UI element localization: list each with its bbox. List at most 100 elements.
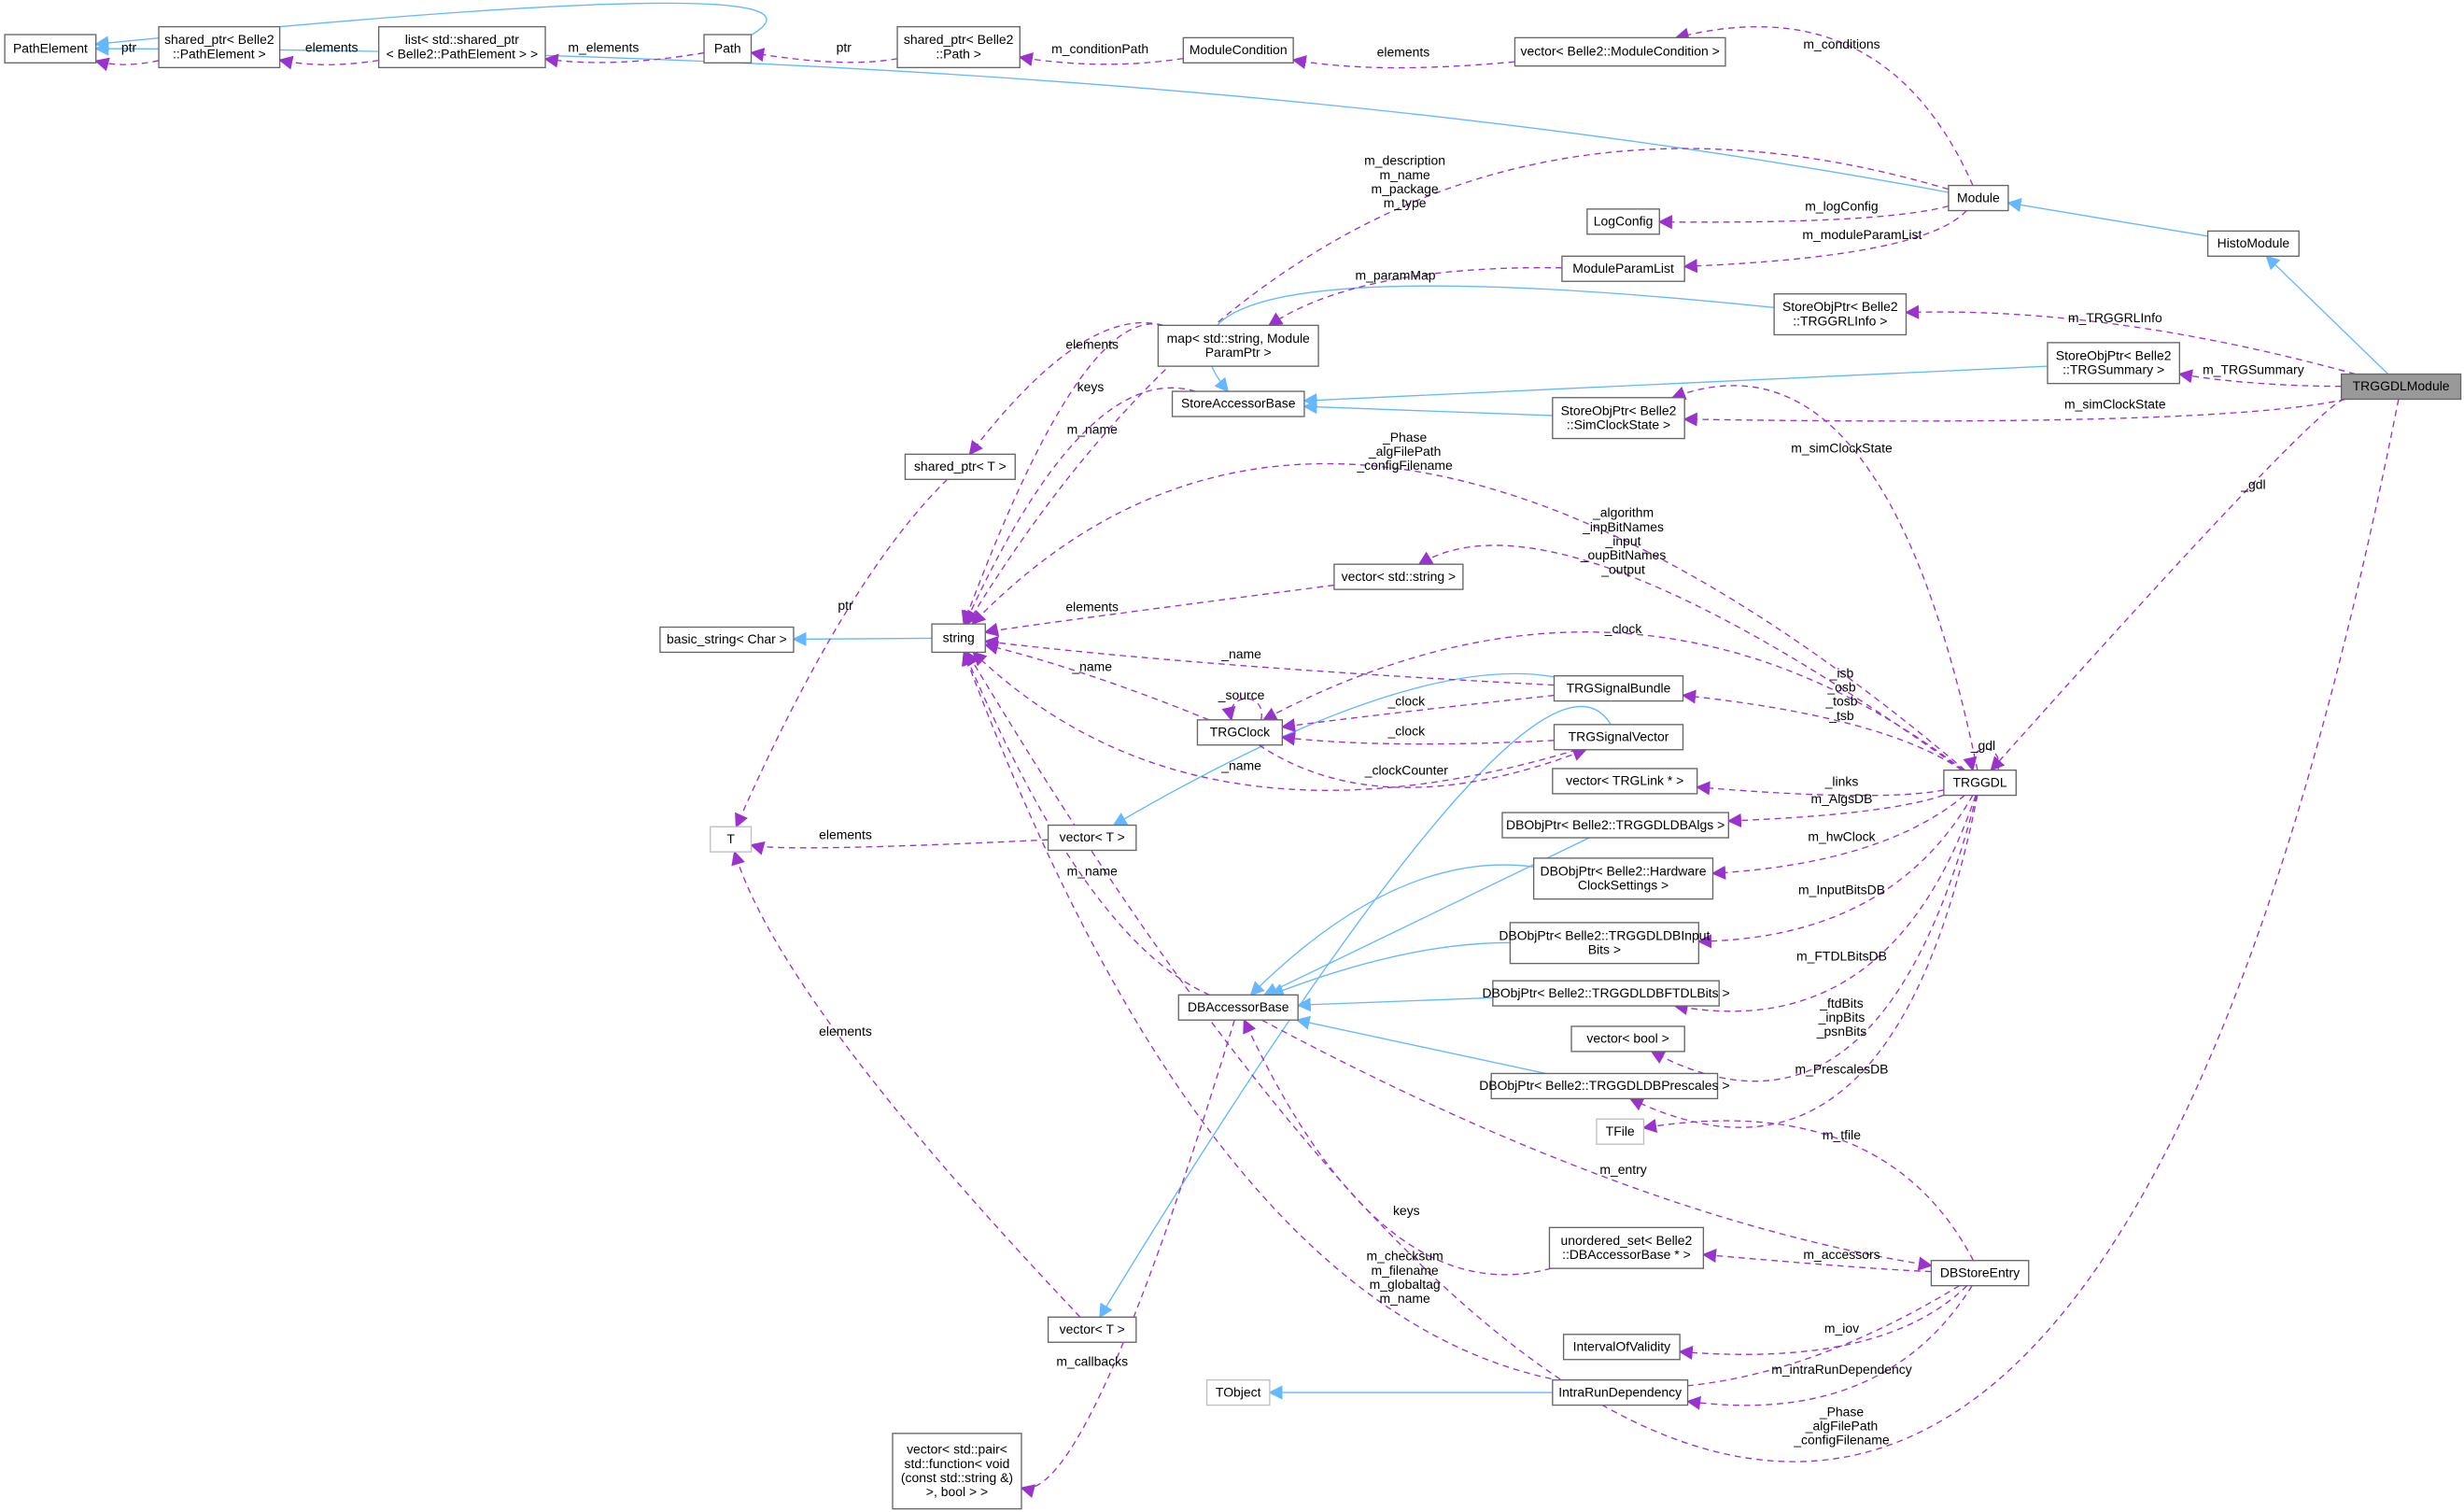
inheritance-edge-dbprescales-to-dbaccessor-base xyxy=(1295,1015,1546,1075)
inheritance-edge-module-to-path-element xyxy=(94,41,1950,193)
edge-label: elements xyxy=(305,40,359,55)
node-sp-t[interactable]: shared_ptr< T > xyxy=(904,453,1016,480)
node-sp-path[interactable]: shared_ptr< Belle2::Path > xyxy=(896,25,1021,69)
node-label: HistoModule xyxy=(2218,235,2290,250)
edge-label: _name xyxy=(1220,646,1261,661)
inheritance-edge-string-to-basic-string xyxy=(792,631,933,646)
node-box xyxy=(1182,36,1294,64)
node-box xyxy=(1552,1378,1689,1406)
node-basic-string[interactable]: basic_string< Char > xyxy=(659,626,795,654)
edge-label: _inpBits xyxy=(1818,1010,1866,1024)
node-dbprescales[interactable]: DBObjPtr< Belle2::TRGGDLDBPrescales > xyxy=(1479,1072,1730,1100)
node-box xyxy=(1948,184,2009,212)
node-dbaccessor-base[interactable]: DBAccessorBase xyxy=(1177,994,1299,1021)
node-vec-pair[interactable]: vector< std::pair<std::function< void(co… xyxy=(892,1433,1022,1510)
node-unordered-set[interactable]: unordered_set< Belle2::DBAccessorBase * … xyxy=(1548,1226,1705,1269)
node-tfile[interactable]: TFile xyxy=(1596,1118,1645,1145)
node-box xyxy=(2047,342,2180,385)
node-box xyxy=(1205,1378,1271,1406)
node-module-param-list[interactable]: ModuleParamList xyxy=(1561,255,1685,282)
inheritance-edge-trgsummary-to-store-accessor-base xyxy=(1302,365,2048,408)
node-label: ::TRGGRLInfo > xyxy=(1793,313,1887,328)
node-box xyxy=(2206,230,2300,257)
node-vec-mod-cond[interactable]: vector< Belle2::ModuleCondition > xyxy=(1514,36,1726,67)
node-trggrlinfo[interactable]: StoreObjPtr< Belle2::TRGGRLInfo > xyxy=(1773,293,1908,336)
edge-label: m_name xyxy=(1067,863,1119,878)
node-dbstore-entry[interactable]: DBStoreEntry xyxy=(1930,1260,2030,1287)
node-module-condition[interactable]: ModuleCondition xyxy=(1182,36,1294,64)
member-edge-trgsignal-vector-to-trgclock xyxy=(1280,731,1555,746)
node-label: vector< bool > xyxy=(1586,1031,1668,1046)
node-box xyxy=(4,34,97,64)
node-tobject[interactable]: TObject xyxy=(1205,1378,1271,1406)
node-vec-bool[interactable]: vector< bool > xyxy=(1570,1025,1685,1053)
node-log-config[interactable]: LogConfig xyxy=(1586,208,1660,235)
node-trgsignal-vector[interactable]: TRGSignalVector xyxy=(1553,724,1684,751)
edge-label: _output xyxy=(1600,561,1645,576)
node-box xyxy=(1943,769,2017,797)
node-sp-path-element[interactable]: shared_ptr< Belle2::PathElement > xyxy=(158,25,281,69)
node-dbalgs[interactable]: DBObjPtr< Belle2::TRGGDLDBAlgs > xyxy=(1501,812,1729,839)
node-dbhw[interactable]: DBObjPtr< Belle2::HardwareClockSettings … xyxy=(1532,857,1714,900)
node-path-element[interactable]: PathElement xyxy=(4,34,97,64)
node-iov[interactable]: IntervalOfValidity xyxy=(1562,1334,1681,1361)
node-box xyxy=(1553,674,1684,702)
node-box xyxy=(1157,324,1319,367)
edge-label: keys xyxy=(1077,379,1105,394)
edge-label: _clock xyxy=(1604,621,1642,636)
node-string[interactable]: string xyxy=(931,623,986,654)
node-box xyxy=(1773,293,1908,336)
node-box xyxy=(377,25,546,69)
node-box xyxy=(1177,994,1299,1021)
inheritance-edge-path-to-path-element xyxy=(94,2,767,50)
node-dbftdl[interactable]: DBObjPtr< Belle2::TRGGDLDBFTDLBits > xyxy=(1482,980,1730,1007)
node-intra-run[interactable]: IntraRunDependency xyxy=(1552,1378,1689,1406)
node-label: PathElement xyxy=(13,40,88,55)
node-trgclock[interactable]: TRGClock xyxy=(1196,719,1284,746)
node-box xyxy=(1509,922,1700,965)
node-label: ::DBAccessorBase * > xyxy=(1562,1247,1691,1262)
member-edge-module-to-string xyxy=(966,148,1950,626)
edge-label: m_paramMap xyxy=(1355,268,1435,283)
member-edge-trgclock-to-string xyxy=(983,641,1210,721)
member-edge-list-sp-to-sp-path-element xyxy=(278,55,379,70)
node-label: Bits > xyxy=(1588,942,1621,957)
inheritance-edge-histo-module-to-module xyxy=(2006,198,2208,237)
edge-label: _clockCounter xyxy=(1364,763,1449,778)
node-label: DBObjPtr< Belle2::TRGGDLDBFTDLBits > xyxy=(1482,985,1729,1000)
node-module[interactable]: Module xyxy=(1948,184,2009,212)
node-path[interactable]: Path xyxy=(703,34,753,64)
member-edge-trggdl-to-dbprescales xyxy=(1628,795,1978,1128)
node-label: TRGSignalBundle xyxy=(1567,680,1671,695)
node-trgsignal-bundle[interactable]: TRGSignalBundle xyxy=(1553,674,1684,702)
member-edge-trgsignal-bundle-to-trgclock xyxy=(1280,694,1555,733)
edge-label: m_TRGSummary xyxy=(2203,362,2304,377)
member-edge-trggdl-to-trgsignal-bundle xyxy=(1682,689,1963,771)
node-label: vector< std::pair< xyxy=(907,1442,1007,1457)
node-box xyxy=(1561,255,1685,282)
node-vec-t1[interactable]: vector< T > xyxy=(1047,824,1137,852)
edge-label: ptr xyxy=(838,598,853,613)
node-vec-trglink[interactable]: vector< TRGLink * > xyxy=(1552,768,1698,795)
node-vec-string[interactable]: vector< std::string > xyxy=(1333,563,1464,590)
node-vec-t2[interactable]: vector< T > xyxy=(1047,1316,1137,1343)
node-box xyxy=(1596,1118,1645,1145)
edge-label: _links xyxy=(1824,773,1859,788)
edge-label: m_simClockState xyxy=(1791,441,1893,456)
node-histo-module[interactable]: HistoModule xyxy=(2206,230,2300,257)
node-store-accessor-base[interactable]: StoreAccessorBase xyxy=(1171,390,1305,417)
node-label: StoreObjPtr< Belle2 xyxy=(2056,347,2172,362)
node-sim-clock-state[interactable]: StoreObjPtr< Belle2::SimClockState > xyxy=(1552,397,1685,440)
edge-label: keys xyxy=(1393,1203,1420,1218)
node-trggdl[interactable]: TRGGDL xyxy=(1943,769,2017,797)
node-trgsummary[interactable]: StoreObjPtr< Belle2::TRGSummary > xyxy=(2047,342,2180,385)
node-label: vector< T > xyxy=(1060,829,1125,844)
node-t[interactable]: T xyxy=(710,826,753,853)
edge-label: _configFilename xyxy=(1793,1433,1890,1448)
node-list-sp[interactable]: list< std::shared_ptr< Belle2::PathEleme… xyxy=(377,25,546,69)
node-box xyxy=(1490,1072,1719,1100)
node-trggdlmodule[interactable]: TRGGDLModule xyxy=(2340,373,2462,401)
